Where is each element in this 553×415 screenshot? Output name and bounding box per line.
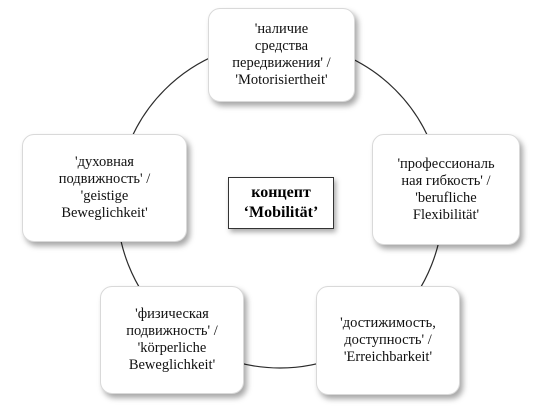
- node-line: 'наличие: [254, 21, 309, 37]
- node-line: Beweglichkeit': [128, 357, 216, 373]
- node-line: подвижность' /: [58, 171, 151, 187]
- node-line: доступность' /: [344, 332, 432, 348]
- node-line: 'körperliche: [137, 340, 207, 356]
- node-line: 'berufliche: [415, 189, 477, 206]
- node-line: 'geistige: [80, 188, 129, 204]
- node-text: 'физическая подвижность' / 'körperliche …: [126, 306, 218, 374]
- node-text: 'профессиональ ная гибкость' / 'beruflic…: [397, 156, 494, 224]
- node-line: подвижность' /: [126, 323, 218, 339]
- node-line: 'профессиональ: [397, 155, 495, 172]
- node-koerperliche-beweglichkeit: 'физическая подвижность' / 'körperliche …: [100, 286, 244, 394]
- node-line: средства: [254, 38, 309, 54]
- node-line: передвижения' /: [232, 55, 331, 71]
- node-line: Flexibilität': [412, 206, 480, 223]
- node-text: 'достижимость, доступность' / 'Erreichba…: [340, 315, 436, 366]
- node-motorisiertheit: 'наличие средства передвижения' / 'Motor…: [208, 8, 355, 102]
- center-line-1: концепт: [251, 184, 311, 201]
- node-line: 'Motorisiertheit': [235, 72, 328, 88]
- center-line-2: ‘Mobilität’: [243, 204, 319, 221]
- node-line: 'физическая: [135, 306, 209, 322]
- node-line: 'достижимость,: [340, 315, 436, 331]
- node-erreichbarkeit: 'достижимость, доступность' / 'Erreichba…: [316, 286, 460, 395]
- node-line: Beweglichkeit': [61, 205, 148, 221]
- node-line: 'Erreichbarkeit': [343, 349, 433, 365]
- center-concept-box: концепт ‘Mobilität’: [228, 177, 334, 229]
- node-geistige-beweglichkeit: 'духовная подвижность' / 'geistige Beweg…: [22, 134, 187, 242]
- node-flexibilitaet: 'профессиональ ная гибкость' / 'beruflic…: [372, 134, 520, 245]
- node-text: 'духовная подвижность' / 'geistige Beweg…: [59, 154, 151, 222]
- node-text: 'наличие средства передвижения' / 'Motor…: [232, 21, 330, 89]
- node-line: 'духовная: [75, 154, 134, 170]
- node-line: ная гибкость' /: [401, 172, 491, 189]
